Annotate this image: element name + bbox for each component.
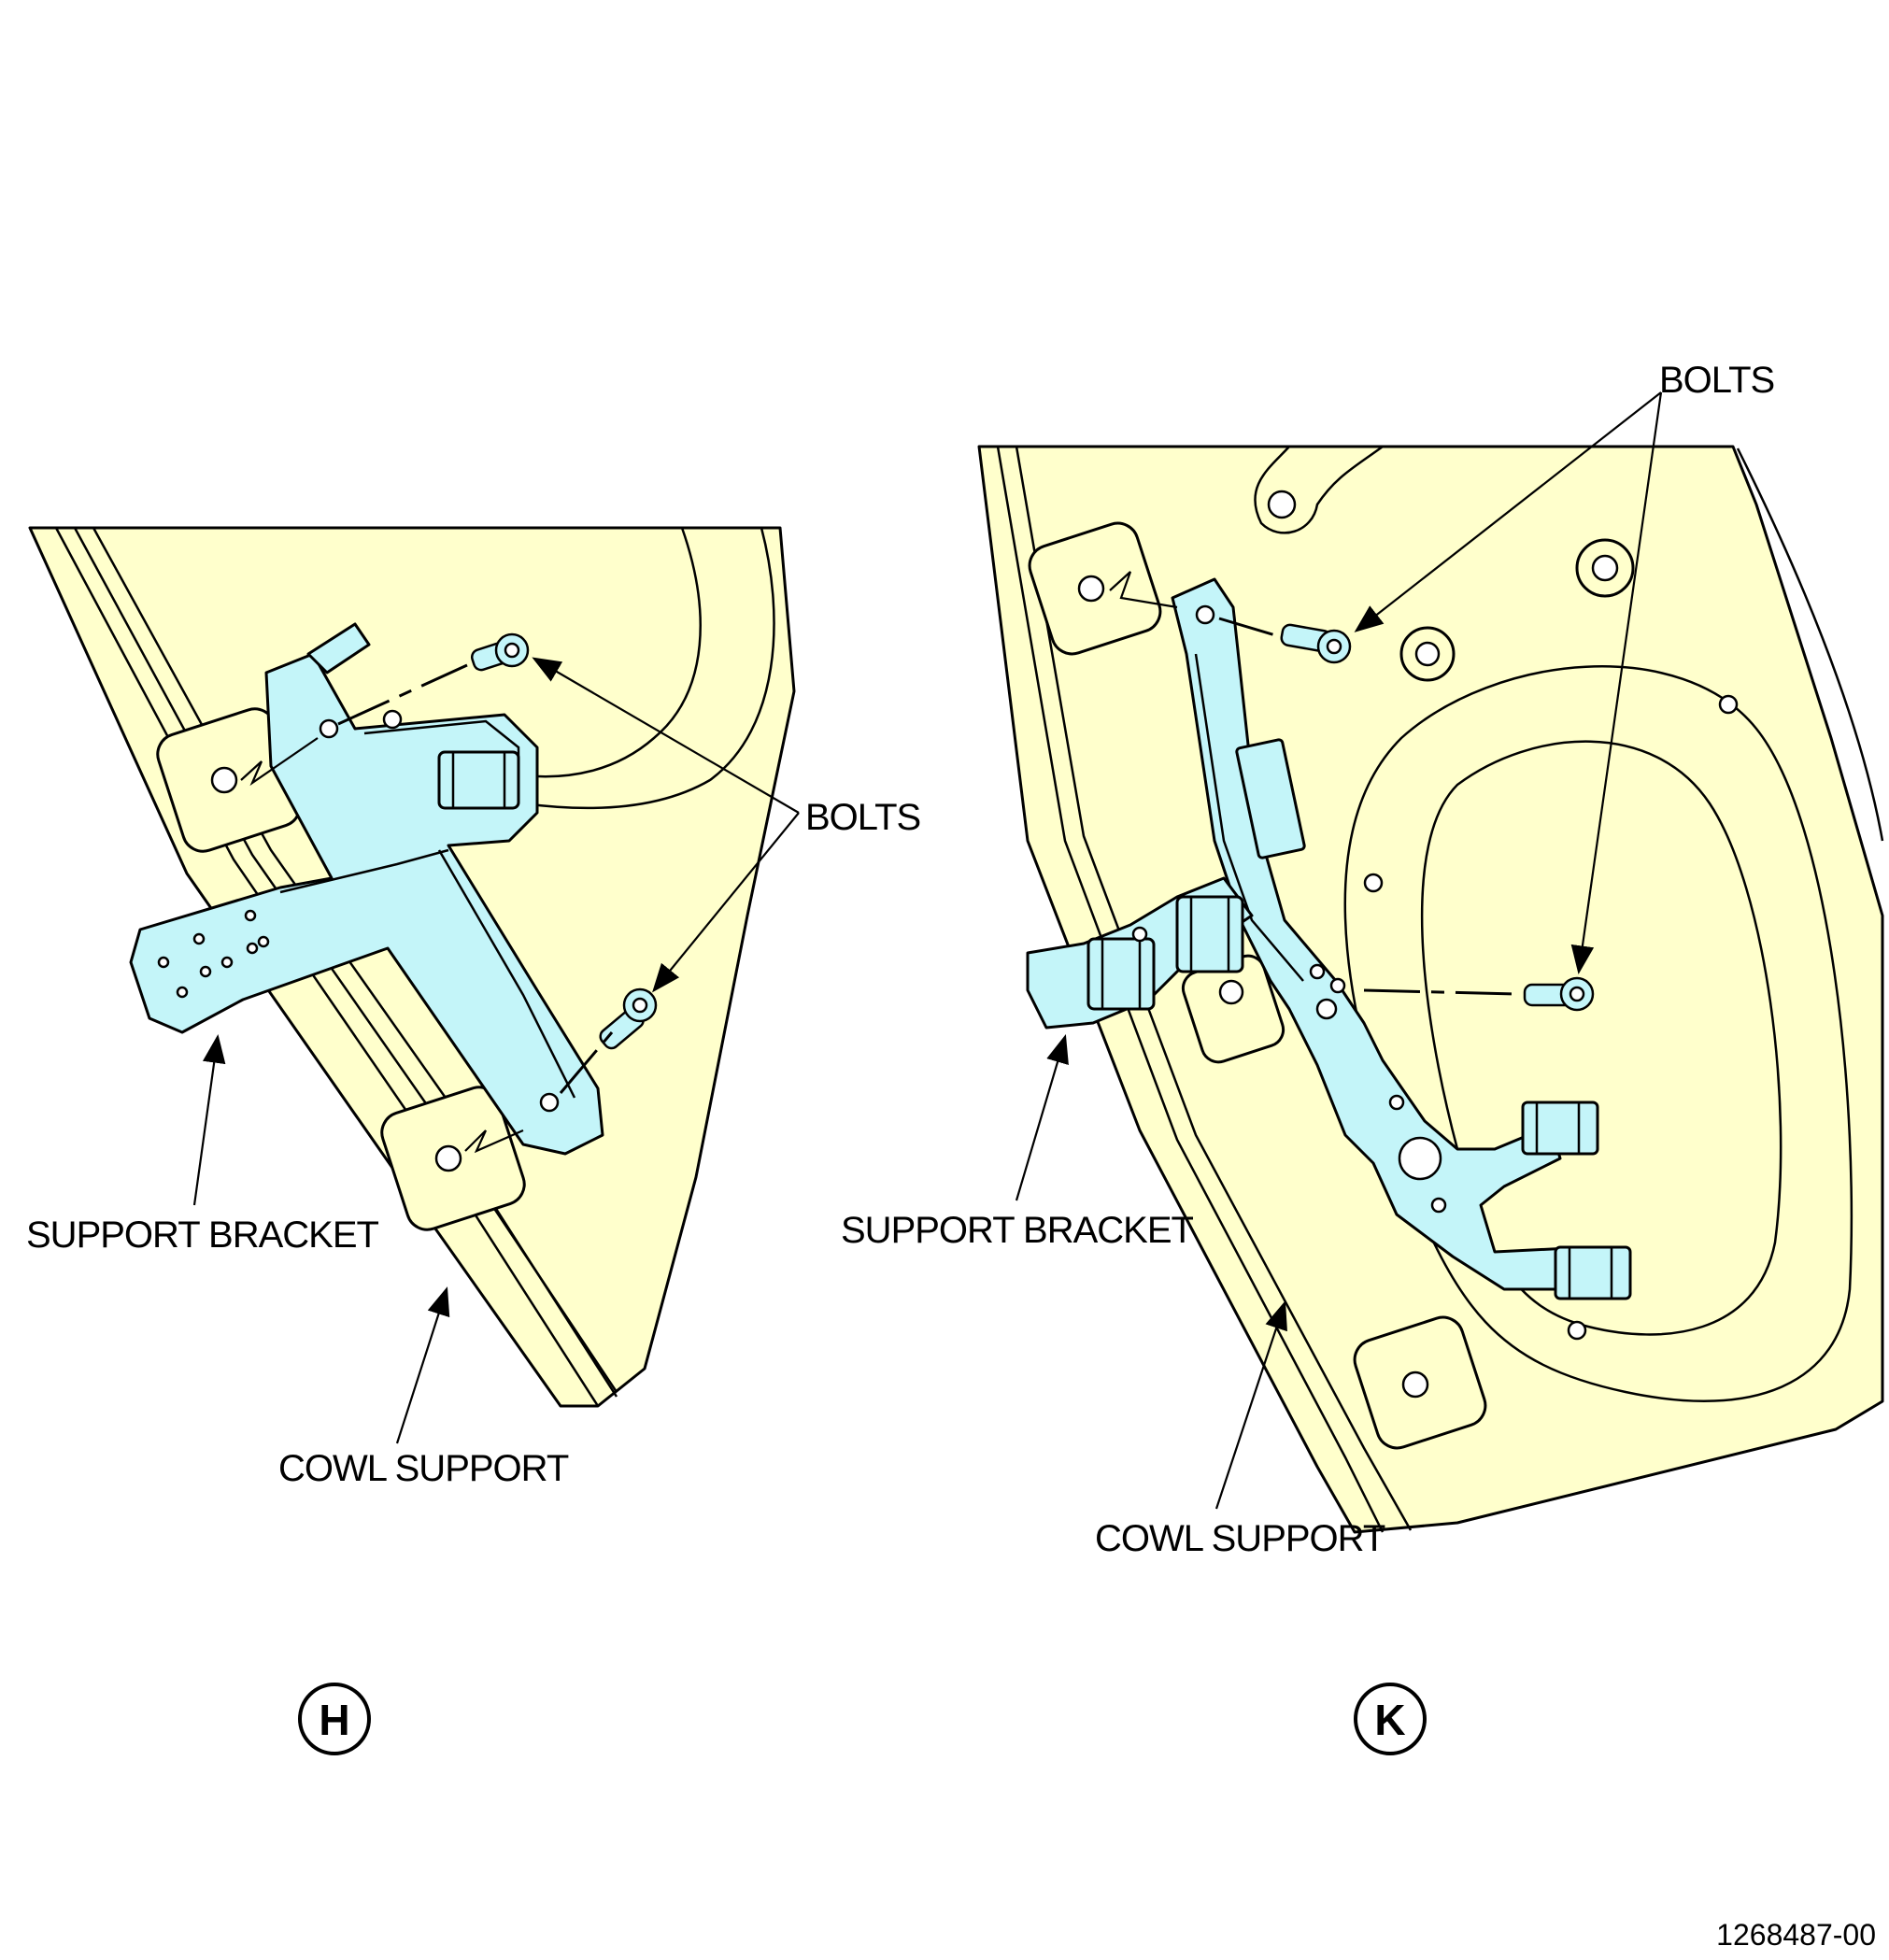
view-k-bolt-upper [1280,623,1352,664]
view-k-panel-cutout-inner [1420,740,1782,1336]
view-h-bolts-label: BOLTS [805,797,920,838]
view-k-bracket-clip-right [1521,1101,1632,1300]
view-k-illustration [977,391,1884,1534]
view-h-bolt-upper [470,632,530,672]
view-h-letter: H [319,1696,349,1744]
view-h-marker: H [298,1683,371,1755]
view-k-support-bracket-label: SUPPORT BRACKET [841,1210,1194,1251]
view-k-bolt-lower [1523,976,1595,1012]
view-h-panel-cutout [522,527,702,778]
view-h-bracket-hole-upper [319,718,339,739]
view-k-bracket-label-plate [1235,738,1306,859]
circled-letter-icon [1354,1683,1427,1755]
circled-letter-icon [298,1683,371,1755]
view-h-support-bracket-label: SUPPORT BRACKET [26,1214,379,1256]
view-k-bolts-label: BOLTS [1659,360,1774,401]
view-k-bracket-hole-upper [1195,604,1215,625]
view-k-bracket-clip-left [1026,876,1254,1030]
view-h-illustration [28,526,800,1444]
view-h-cowl-support-label: COWL SUPPORT [278,1448,569,1489]
view-k-cowl-support-label: COWL SUPPORT [1095,1518,1385,1559]
view-h-bolt-lower [599,987,658,1050]
view-h-bracket-hole-lower [539,1092,560,1113]
figure-id: 1268487-00 [1716,1918,1876,1952]
view-k-marker: K [1354,1683,1427,1755]
view-h-bracket-clip [437,750,520,810]
view-k-letter: K [1374,1696,1405,1744]
